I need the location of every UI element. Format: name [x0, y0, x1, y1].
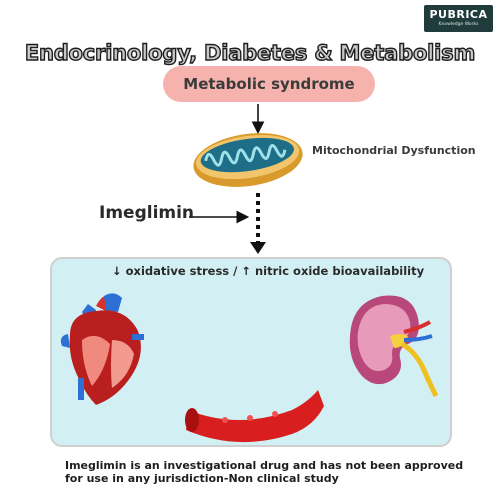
- disclaimer-note: Imeglimin is an investigational drug and…: [65, 459, 464, 485]
- page-title: Endocrinology, Diabetes & Metabolism: [24, 40, 476, 65]
- mitochondrion-icon: [193, 133, 303, 187]
- effects-label: ↓ oxidative stress / ↑ nitric oxide bioa…: [112, 264, 425, 278]
- mitochondrial-dysfunction-label: Mitochondrial Dysfunction: [312, 144, 476, 157]
- imeglimin-label: Imeglimin: [99, 203, 195, 223]
- blood-vessel-icon: [185, 390, 324, 443]
- logo-brand: PUBRICA: [429, 8, 488, 21]
- logo-tagline: Knowledge Works: [438, 22, 479, 27]
- pubrica-logo: PUBRICA Knowledge Works: [424, 5, 493, 32]
- kidney-icon: [349, 295, 439, 398]
- dotted-arrow-head: [250, 242, 266, 254]
- heart-icon: [60, 293, 144, 405]
- metabolic-syndrome-box: Metabolic syndrome: [163, 66, 375, 102]
